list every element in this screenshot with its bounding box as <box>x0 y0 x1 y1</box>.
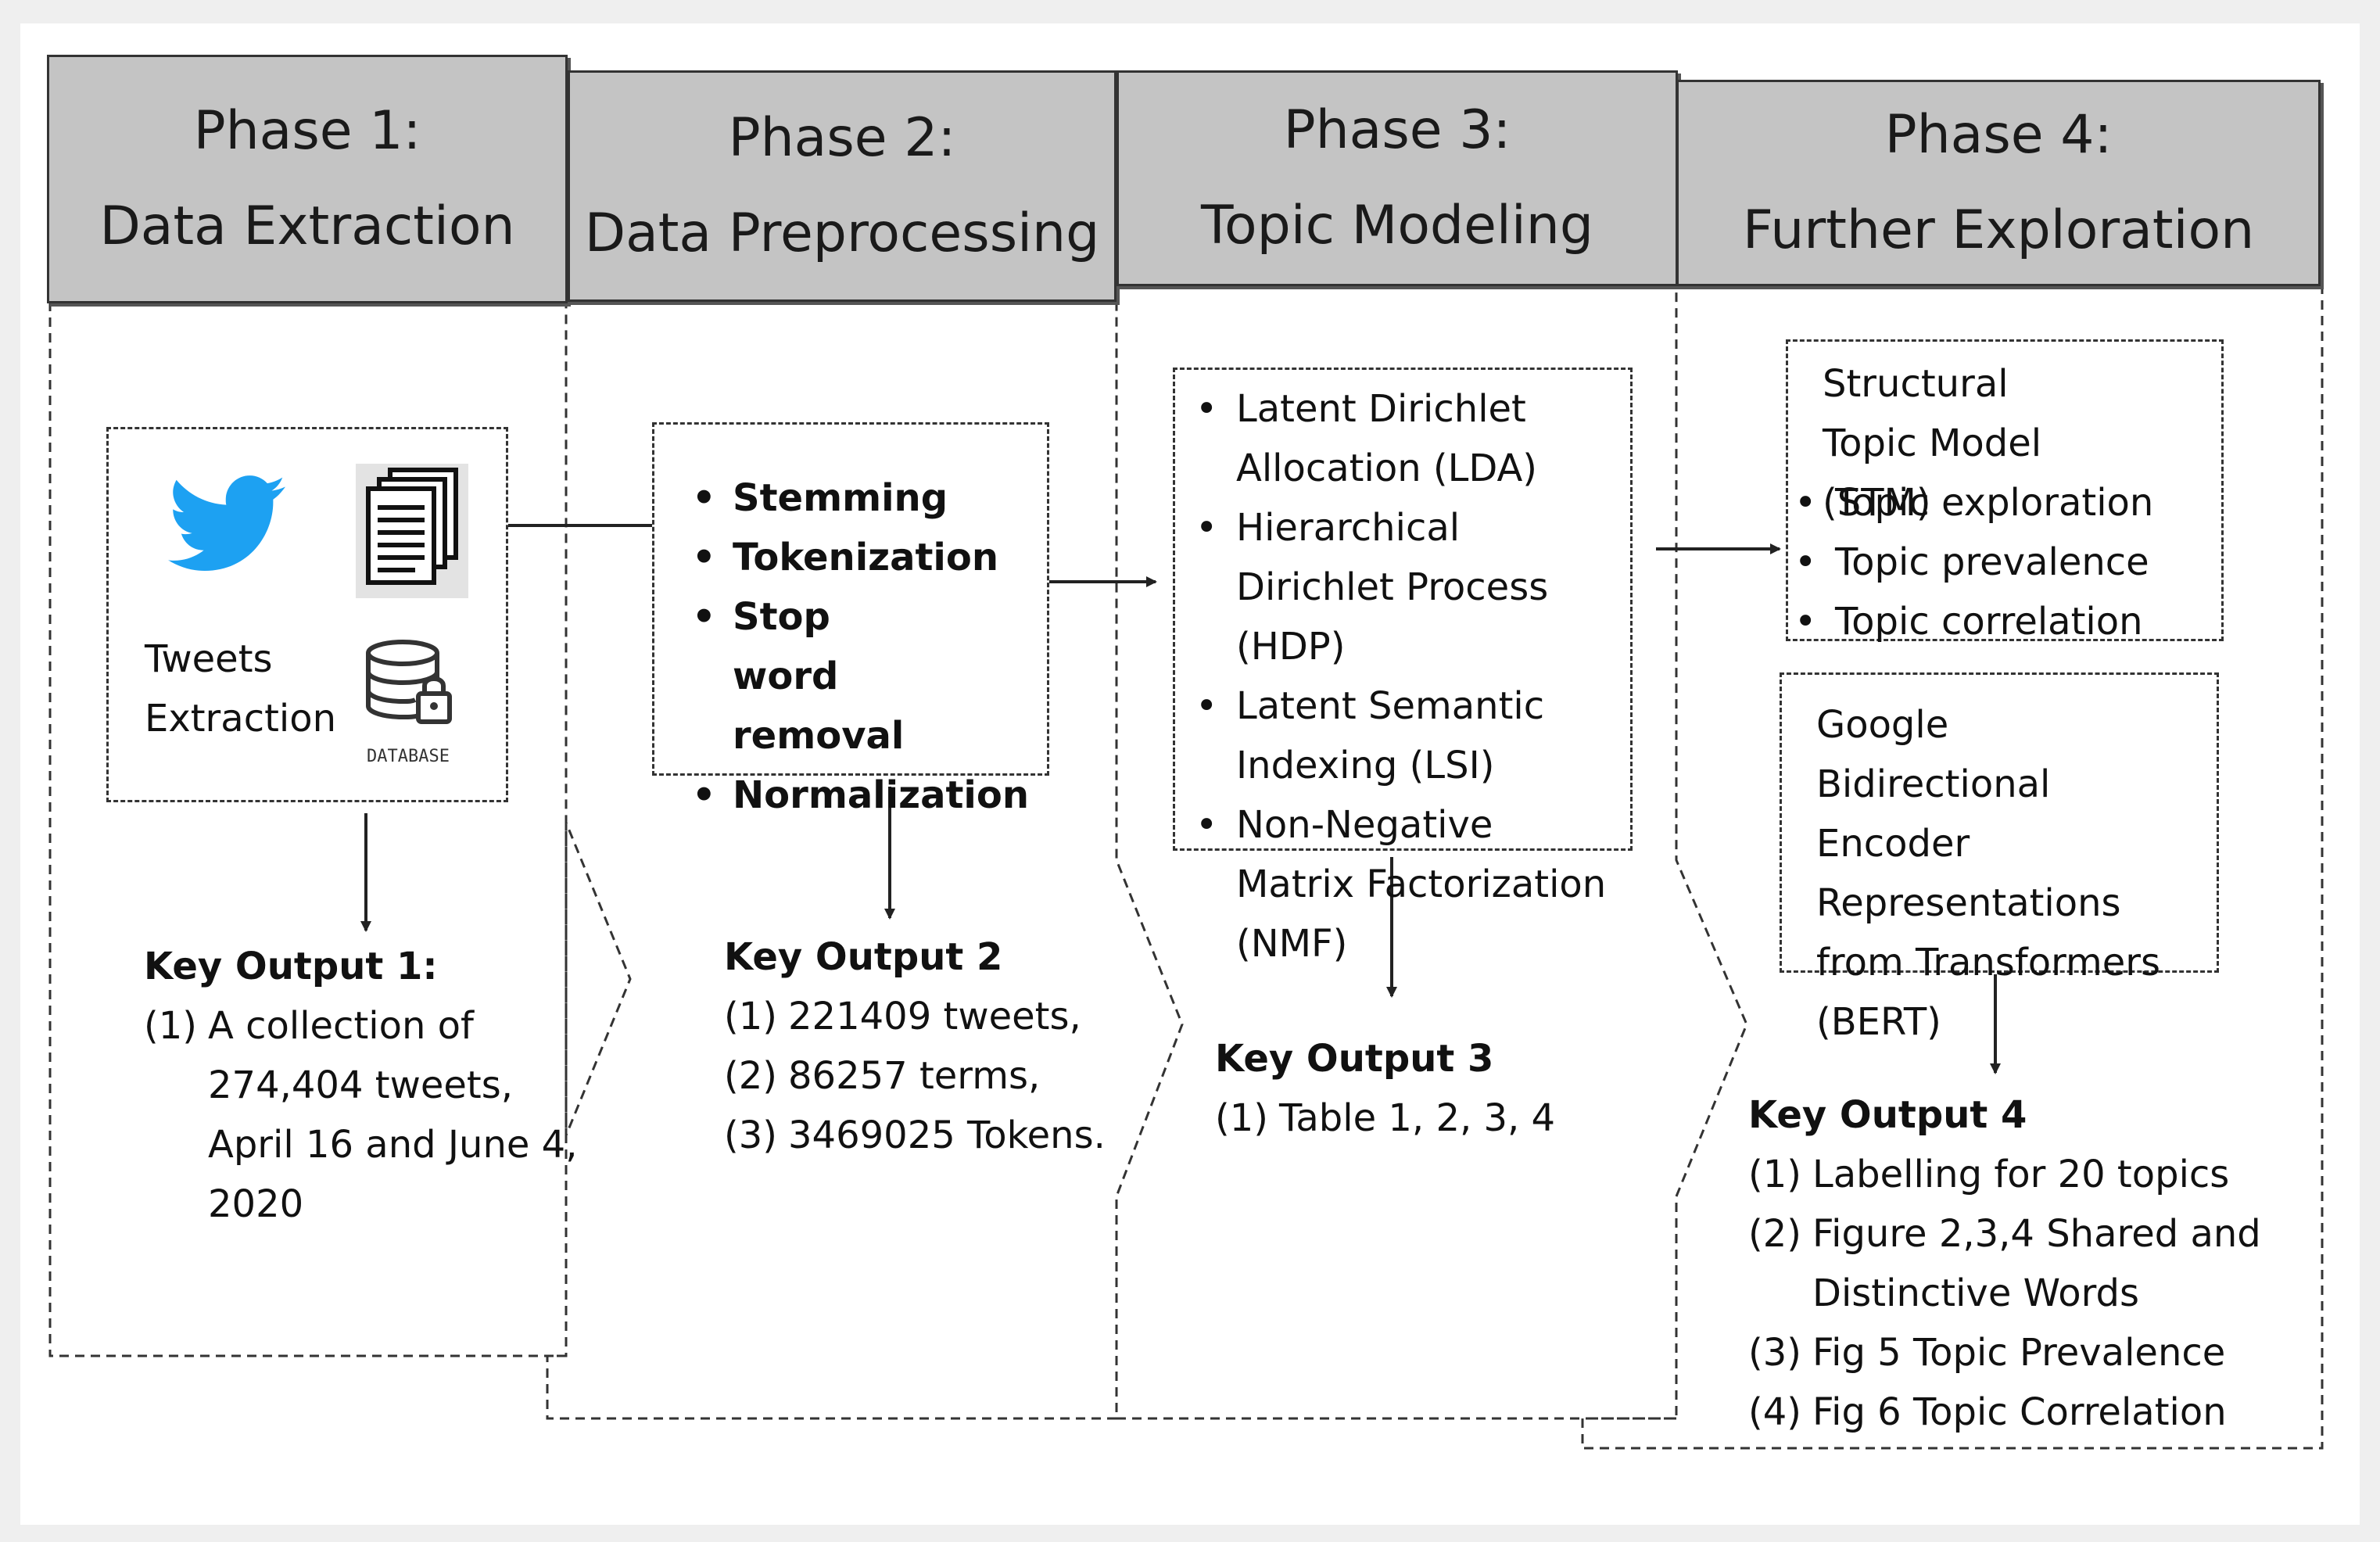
phase-4-number: Phase 4: <box>1884 104 2113 166</box>
list-number: (2) <box>1748 1212 1801 1256</box>
topic-model-methods-list: Latent Dirichlet Allocation (LDA) Hierar… <box>1189 379 1611 974</box>
stm-items-list: Topic exploration Topic prevalence Topic… <box>1788 473 2210 651</box>
list-item: Non-Negative Matrix Factorization (NMF) <box>1189 795 1611 974</box>
phase-1-title: Data Extraction <box>99 195 515 257</box>
list-item: (1) 221409 tweets, <box>724 987 1106 1046</box>
list-item: Hierarchical Dirichlet Process (HDP) <box>1189 498 1611 676</box>
list-item: Topic exploration <box>1788 473 2210 533</box>
phase-2-header: Phase 2: Data Preprocessing <box>568 70 1117 302</box>
output-line: A collection of <box>208 1004 474 1048</box>
twitter-bird-icon <box>168 475 285 571</box>
phase-3-column-outline <box>1117 283 1748 1420</box>
output-line: 274,404 tweets, <box>208 1063 513 1107</box>
output-line: Figure 2,3,4 Shared and <box>1812 1212 2261 1256</box>
list-item: (1)Table 1, 2, 3, 4 <box>1215 1088 1555 1148</box>
list-number: (2) <box>724 1054 777 1098</box>
database-lock-icon <box>366 640 452 724</box>
phase-2-title: Data Preprocessing <box>584 203 1100 264</box>
key-output-2-title: Key Output 2 <box>724 935 1003 979</box>
documents-icon <box>356 464 468 598</box>
key-output-4: Key Output 4 (1) Labelling for 20 topics … <box>1748 1085 2261 1442</box>
phase-4-stm-box: Structural Topic Model (STM) Topic explo… <box>1786 339 2224 651</box>
key-output-1-list: (1) A collection of 274,404 tweets, Apri… <box>144 996 577 1234</box>
output-line: Table 1, 2, 3, 4 <box>1279 1096 1556 1140</box>
list-item: (4)Fig 6 Topic Correlation <box>1748 1382 2261 1442</box>
list-item: Stop word removal <box>686 587 936 766</box>
list-item: (2)86257 terms, <box>724 1046 1106 1106</box>
phase-4-header: Phase 4: Further Exploration <box>1676 80 2321 286</box>
key-output-1: Key Output 1: (1) A collection of 274,40… <box>144 937 577 1234</box>
list-item: (1) A collection of 274,404 tweets, Apri… <box>144 996 577 1234</box>
list-item: (1) Labelling for 20 topics <box>1748 1145 2261 1204</box>
output-line: Fig 6 Topic Correlation <box>1812 1390 2227 1434</box>
list-item: Latent Dirichlet Allocation (LDA) <box>1189 379 1549 498</box>
phase-3-number: Phase 3: <box>1283 99 1511 161</box>
phase-4-title: Further Exploration <box>1742 199 2255 261</box>
phase-3-methods-box: Latent Dirichlet Allocation (LDA) Hierar… <box>1173 368 1633 966</box>
list-item: Stemming <box>686 468 1038 528</box>
output-line: 3469025 Tokens. <box>788 1113 1106 1157</box>
phase-3-title: Topic Modeling <box>1201 195 1593 256</box>
list-number: (4) <box>1748 1390 1801 1434</box>
database-label: DATABASE <box>367 747 450 766</box>
key-output-2-list: (1) 221409 tweets, (2)86257 terms, (3)346… <box>724 987 1106 1165</box>
list-number: (1) <box>724 995 777 1038</box>
preprocessing-steps-list: Stemming Tokenization Stop word removal … <box>686 468 1038 825</box>
list-item: Topic correlation <box>1788 592 2210 651</box>
tweets-extraction-label: Tweets Extraction <box>145 629 336 748</box>
key-output-3-list: (1)Table 1, 2, 3, 4 <box>1215 1088 1555 1148</box>
output-line: 221409 tweets, <box>788 995 1081 1038</box>
key-output-4-title: Key Output 4 <box>1748 1093 2027 1137</box>
tweets-label: Tweets <box>145 637 273 681</box>
list-item: Latent Semantic Indexing (LSI) <box>1189 676 1565 795</box>
output-line: 86257 terms, <box>788 1054 1041 1098</box>
key-output-4-list: (1) Labelling for 20 topics (2)Figure 2,3… <box>1748 1145 2261 1442</box>
phase-4-bert-box: Google Bidirectional Encoder Representat… <box>1780 672 2219 1044</box>
output-line: Labelling for 20 topics <box>1812 1153 2230 1196</box>
phase-3-header: Phase 3: Topic Modeling <box>1117 70 1678 286</box>
list-number: (3) <box>724 1113 777 1157</box>
phase-1-source-box: Tweets Extraction DATABASE <box>106 427 508 802</box>
list-number: (3) <box>1748 1331 1801 1375</box>
phase-2-steps-box: Stemming Tokenization Stop word removal … <box>652 422 1049 825</box>
output-line: April 16 and June 4, <box>208 1123 578 1167</box>
phase-1-number: Phase 1: <box>193 100 421 162</box>
list-item: Tokenization <box>686 528 1038 587</box>
key-output-3-title: Key Output 3 <box>1215 1037 1494 1081</box>
phase-1-column-outline <box>48 302 632 1357</box>
list-number: (1) <box>1215 1096 1268 1140</box>
bert-description: Google Bidirectional Encoder Representat… <box>1816 703 2160 1044</box>
phase-1-header: Phase 1: Data Extraction <box>47 55 568 303</box>
key-output-2: Key Output 2 (1) 221409 tweets, (2)86257 … <box>724 927 1106 1165</box>
list-item: (3)3469025 Tokens. <box>724 1106 1106 1165</box>
key-output-1-title: Key Output 1: <box>144 945 438 988</box>
list-item: Topic prevalence <box>1788 533 2210 592</box>
extraction-label: Extraction <box>145 697 337 741</box>
phase-2-number: Phase 2: <box>728 107 956 169</box>
list-number: (1) <box>144 1004 197 1048</box>
phase-4-column-outline <box>1581 283 2324 1450</box>
output-line: Distinctive Words <box>1812 1271 2140 1315</box>
list-item: (3)Fig 5 Topic Prevalence <box>1748 1323 2261 1382</box>
list-number: (1) <box>1748 1153 1801 1196</box>
output-line: Fig 5 Topic Prevalence <box>1812 1331 2226 1375</box>
list-item: Normalization <box>686 766 1038 825</box>
output-line: 2020 <box>208 1182 304 1226</box>
key-output-3: Key Output 3 (1)Table 1, 2, 3, 4 <box>1215 1029 1555 1148</box>
